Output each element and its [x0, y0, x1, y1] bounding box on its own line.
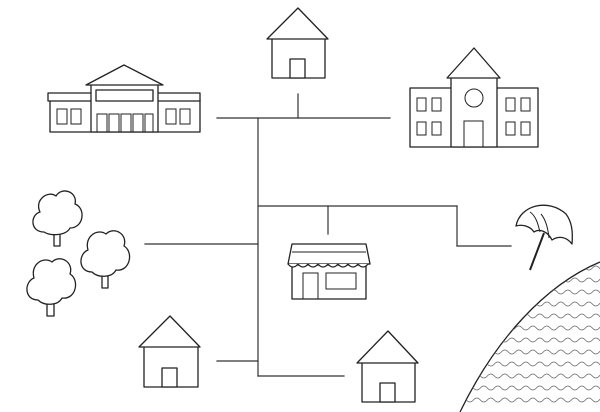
shop-icon	[287, 243, 371, 300]
lake	[459, 261, 600, 412]
tree-icon	[32, 190, 83, 247]
house-icon	[266, 7, 329, 79]
house-bottom-left	[138, 315, 201, 388]
house-icon	[356, 330, 419, 403]
house-bottom-right	[356, 330, 419, 403]
park-trees	[26, 190, 131, 317]
wave-line	[460, 265, 600, 271]
shop	[287, 243, 371, 300]
wave-line	[460, 373, 600, 379]
school	[409, 47, 539, 148]
house-top	[266, 7, 329, 79]
wave-line	[460, 289, 600, 295]
wave-line	[460, 385, 600, 391]
beach-umbrella	[515, 204, 573, 271]
house-icon	[138, 315, 201, 388]
wave-line	[460, 301, 600, 307]
road-network	[144, 93, 512, 377]
school-icon	[409, 47, 539, 148]
wave-line	[460, 361, 600, 367]
wave-line	[460, 397, 600, 403]
mall-icon	[47, 64, 201, 133]
tree-icon	[80, 230, 131, 289]
umbrella-icon	[515, 204, 573, 271]
wave-line	[460, 349, 600, 355]
shoreline	[459, 261, 600, 412]
tree-icon	[26, 258, 77, 317]
shopping-mall	[47, 64, 201, 133]
